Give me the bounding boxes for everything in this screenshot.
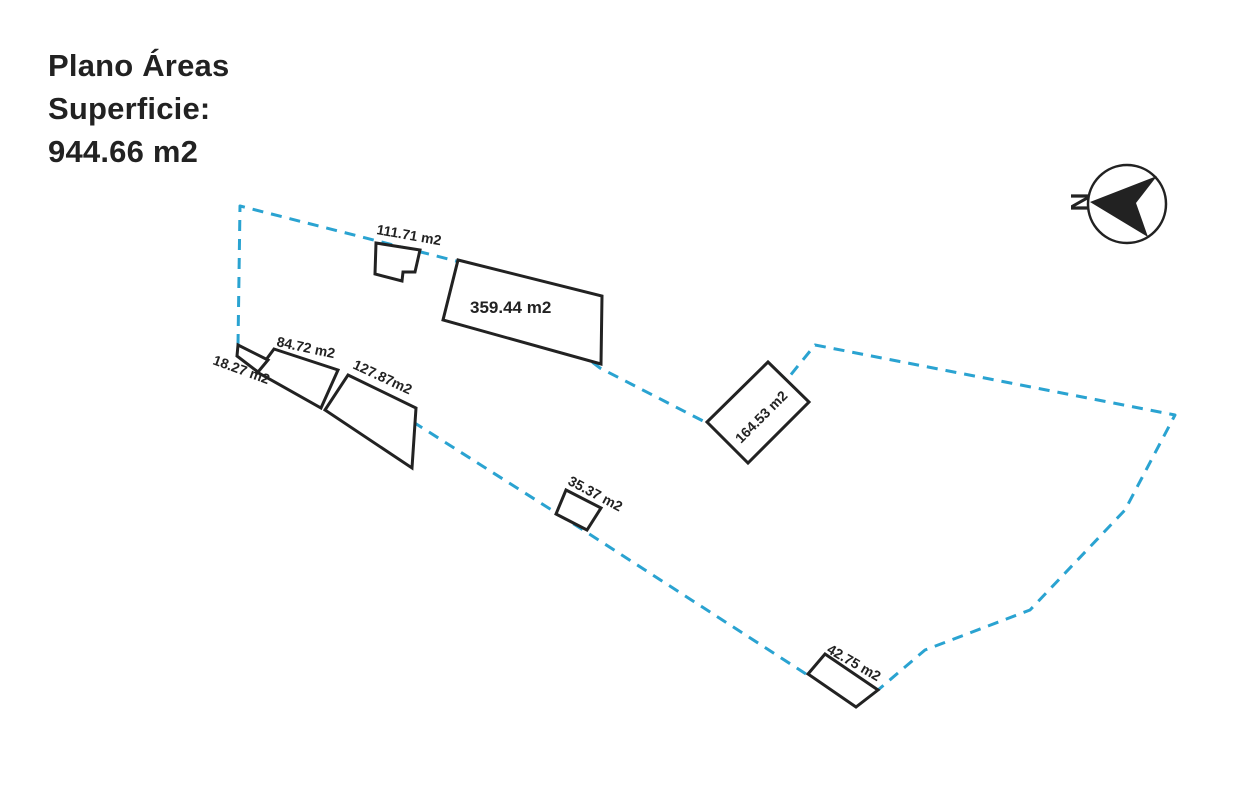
building-footprint: [441, 258, 604, 366]
north-arrow-icon: N: [1065, 163, 1168, 245]
total-surface-value: 944.66 m2: [48, 134, 199, 169]
building-footprint: [554, 487, 604, 532]
surface-label: Superficie:: [48, 91, 211, 126]
area-label: 359.44 m2: [470, 298, 551, 317]
building-footprint: [373, 241, 422, 283]
building-footprint: [704, 359, 812, 466]
building-footprint: [235, 342, 271, 375]
north-label: N: [1065, 193, 1095, 212]
lot-boundary: [765, 343, 1177, 692]
building-footprint: [322, 373, 418, 471]
plan-title: Plano Áreas Superficie: 944.66 m2: [48, 44, 229, 173]
building-footprint: [805, 652, 881, 709]
plan-title-line: Plano Áreas: [48, 48, 230, 83]
